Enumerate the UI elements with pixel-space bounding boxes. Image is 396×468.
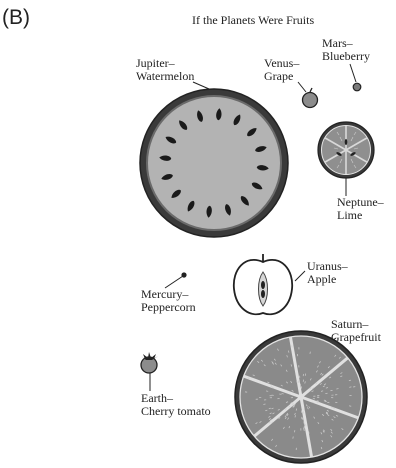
watermelon-icon bbox=[140, 89, 288, 237]
mars-leader-line bbox=[350, 64, 356, 82]
apple-icon bbox=[234, 254, 292, 314]
cherry-tomato-icon bbox=[141, 352, 158, 373]
mercury-leader-line bbox=[165, 276, 183, 288]
grapefruit-pulp-dash bbox=[317, 401, 319, 402]
venus-leader-line bbox=[298, 82, 306, 92]
uranus-leader-line bbox=[295, 271, 305, 281]
apple-seed bbox=[261, 281, 265, 289]
watermelon-flesh bbox=[147, 96, 281, 230]
blueberry-icon bbox=[353, 83, 361, 91]
apple-seed bbox=[261, 290, 265, 298]
lime-icon bbox=[318, 122, 374, 178]
peppercorn-icon bbox=[181, 272, 186, 277]
grapefruit-icon bbox=[235, 331, 367, 463]
